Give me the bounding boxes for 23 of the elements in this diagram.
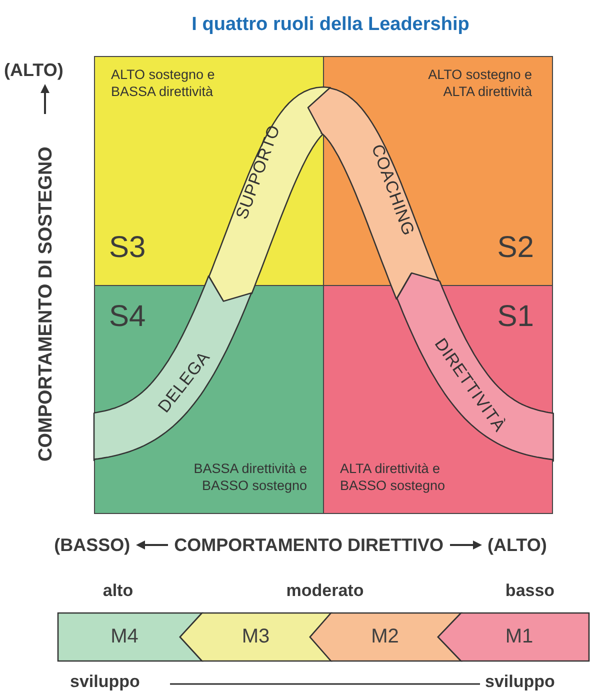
axis-label: COMPORTAMENTO DIRETTIVO (174, 536, 444, 554)
scale-label: sviluppo (70, 673, 140, 690)
axis-label: (BASSO) (54, 536, 130, 554)
quadrant-description: ALTO sostegno e ALTA direttività (427, 67, 532, 101)
style-label: S1 (497, 302, 534, 332)
scale-label: basso (505, 582, 555, 599)
quadrant-description: ALTO sostegno e BASSA direttività (111, 67, 216, 101)
maturity-label: M4 (110, 626, 138, 648)
maturity-label: M2 (371, 626, 399, 648)
scale-label: alto (102, 582, 134, 599)
maturity-label: M3 (242, 626, 270, 648)
style-label: S3 (109, 233, 146, 263)
quadrant-description: BASSA direttività e BASSO sostegno (192, 461, 307, 495)
maturity-label: M1 (505, 626, 534, 648)
scale-label: sviluppo (485, 673, 555, 690)
scale-label: moderato (286, 582, 364, 599)
axis-label: (ALTO) (4, 61, 64, 79)
axis-label: COMPORTAMENTO DI SOSTEGNO (36, 146, 56, 462)
style-label: S4 (109, 302, 146, 332)
axis-label: (ALTO) (488, 536, 547, 554)
style-label: S2 (497, 233, 534, 263)
quadrant-description: ALTA direttività e BASSO sostegno (340, 461, 446, 495)
diagram-title: I quattro ruoli della Leadership (190, 14, 470, 36)
